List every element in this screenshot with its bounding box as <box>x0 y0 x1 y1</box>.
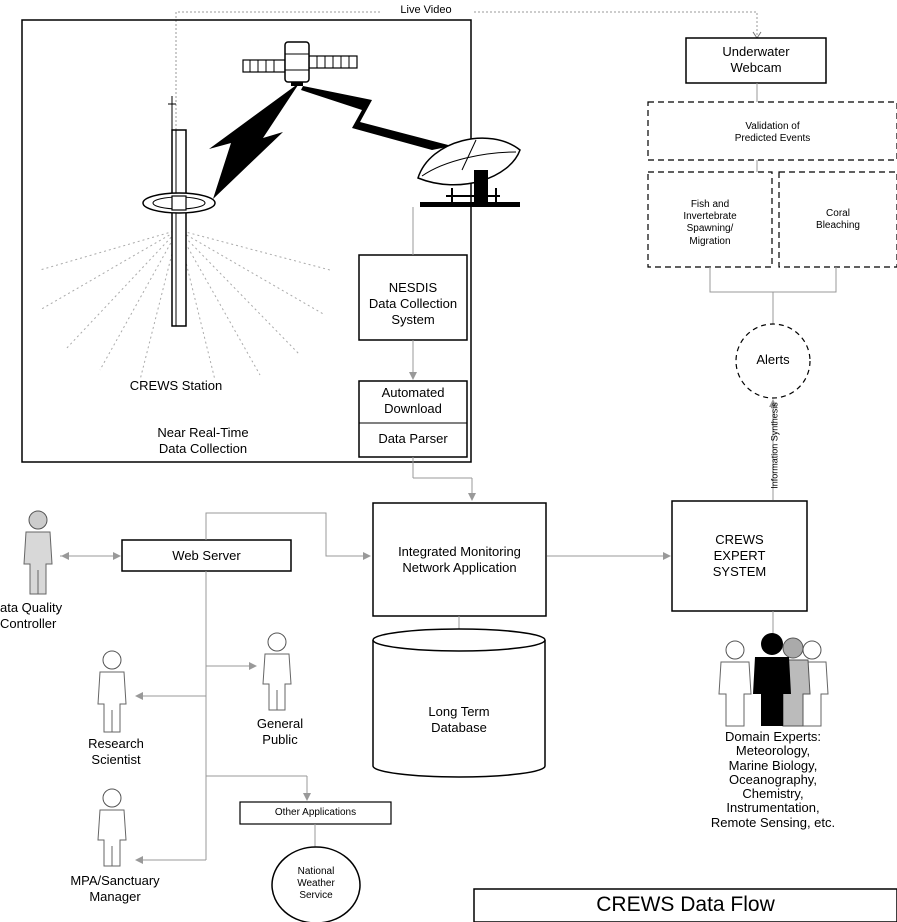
crews-station-icon <box>39 96 331 381</box>
alerts-circle <box>735 323 811 399</box>
domain-experts-group-icon <box>718 633 829 727</box>
person-icon-research <box>97 650 127 733</box>
near-real-time-frame <box>21 19 472 463</box>
database-cylinder <box>372 628 546 778</box>
person-icon-public <box>262 632 292 711</box>
research-scientist-label: Research Scientist <box>88 736 144 767</box>
near-real-time-label: Near Real-Time Data Collection <box>157 425 249 456</box>
download-box <box>358 380 468 458</box>
live-video-label: Live Video <box>380 4 472 18</box>
lightning-bolt-left <box>209 82 300 199</box>
imna-box <box>372 502 547 617</box>
expert-system-box <box>671 500 808 612</box>
mpa-label: MPA/Sanctuary Manager <box>70 873 160 904</box>
nesdis-box <box>358 254 468 341</box>
nws-label: National Weather Service <box>297 866 335 902</box>
nws-circle <box>271 846 361 922</box>
title-box <box>473 888 897 922</box>
person-icon-mpa <box>97 788 127 867</box>
expert-system-label: CREWS EXPERT SYSTEM <box>712 532 767 579</box>
fish-label: Fish and Invertebrate Spawning/ Migratio… <box>683 199 737 247</box>
web-server-label: Web Server <box>172 548 241 563</box>
satellite-dish-icon <box>417 137 521 207</box>
domain-experts-label: Domain Experts: Meteorology, Marine Biol… <box>710 729 836 830</box>
general-public-label: General Public <box>256 716 304 747</box>
crews-station-label: CREWS Station <box>129 378 223 393</box>
lightning-bolt-right <box>301 86 452 150</box>
coral-label: Coral Bleaching <box>816 208 860 232</box>
webcam-box <box>685 37 827 84</box>
webcam-label: Underwater Webcam <box>722 44 790 75</box>
satellite-icon <box>242 41 358 86</box>
data-quality-label: ata Quality Controller <box>0 600 63 631</box>
info-synthesis-label: Information Synthesis <box>769 402 780 489</box>
diagram-title: CREWS Data Flow <box>596 893 775 916</box>
validation-label: Validation of Predicted Events <box>734 121 811 145</box>
automated-download-label: Automated Download <box>381 385 445 416</box>
alerts-label: Alerts <box>756 352 790 367</box>
coral-box <box>778 171 897 268</box>
person-icon-data-quality <box>23 510 53 595</box>
database-label: Long Term Database <box>428 704 490 735</box>
validation-box <box>647 101 897 161</box>
imna-label: Integrated Monitoring Network Applicatio… <box>398 544 521 575</box>
fish-box <box>647 171 773 268</box>
data-parser-label: Data Parser <box>378 431 448 446</box>
nesdis-label: NESDIS Data Collection System <box>368 280 458 327</box>
other-apps-label: Other Applications <box>274 807 357 818</box>
